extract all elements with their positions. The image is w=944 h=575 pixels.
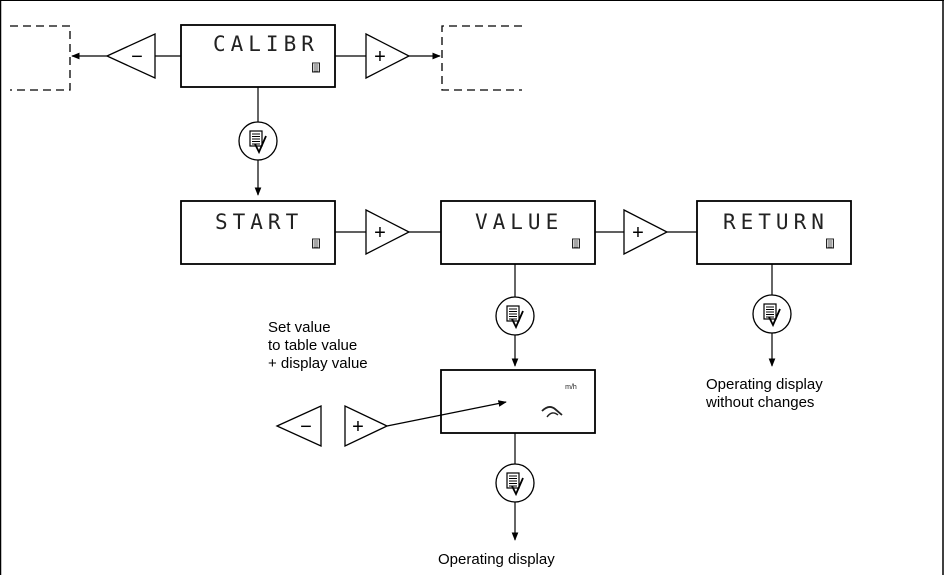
edit-value-display: m/h: [440, 369, 596, 434]
svg-text:VALUE: VALUE: [475, 210, 563, 234]
operating-display-label: Operating display: [438, 551, 555, 568]
set-value-line-1: Set value: [268, 319, 331, 336]
enter-key-calibr[interactable]: [238, 121, 278, 161]
svg-text:−: −: [131, 46, 143, 68]
next-menu-box: [441, 25, 522, 91]
plus-key-edit[interactable]: +: [344, 404, 389, 448]
operating-line-2: without changes: [706, 394, 815, 411]
edit-mode-icon: [541, 406, 563, 418]
set-value-note: Set value to table value + display value: [268, 319, 368, 373]
set-value-line-2: to table value: [268, 337, 358, 354]
enter-key-value[interactable]: [495, 296, 535, 336]
plus-key-top[interactable]: +: [365, 32, 411, 80]
start-display: START: [180, 200, 336, 265]
plus-key-value[interactable]: +: [623, 208, 669, 256]
svg-text:+: +: [352, 416, 364, 438]
set-value-line-3: + display value: [268, 355, 368, 372]
svg-text:−: −: [300, 416, 312, 438]
svg-text:+: +: [632, 222, 644, 244]
return-display: RETURN: [696, 200, 852, 265]
svg-text:m/h: m/h: [565, 384, 577, 391]
svg-text:START: START: [215, 210, 303, 234]
svg-text:CALIBR: CALIBR: [213, 32, 319, 56]
adjust-arrow: [386, 400, 507, 427]
enter-key-edit[interactable]: [495, 463, 535, 503]
calibr-display: CALIBR: [180, 24, 336, 88]
menu-doc-icon: [312, 62, 320, 73]
menu-doc-icon: [826, 238, 834, 249]
previous-menu-box: [10, 25, 71, 91]
menu-doc-icon: [312, 238, 320, 249]
minus-key-edit[interactable]: −: [275, 404, 322, 448]
operating-line-1: Operating display: [706, 376, 823, 393]
operating-without-changes-label: Operating display without changes: [706, 376, 823, 412]
enter-key-return[interactable]: [752, 294, 792, 334]
menu-doc-icon: [572, 238, 580, 249]
svg-text:+: +: [374, 46, 386, 68]
value-display: VALUE: [440, 200, 596, 265]
plus-key-start[interactable]: +: [365, 208, 411, 256]
svg-text:RETURN: RETURN: [723, 210, 829, 234]
svg-text:+: +: [374, 222, 386, 244]
minus-key-top[interactable]: −: [105, 32, 156, 80]
